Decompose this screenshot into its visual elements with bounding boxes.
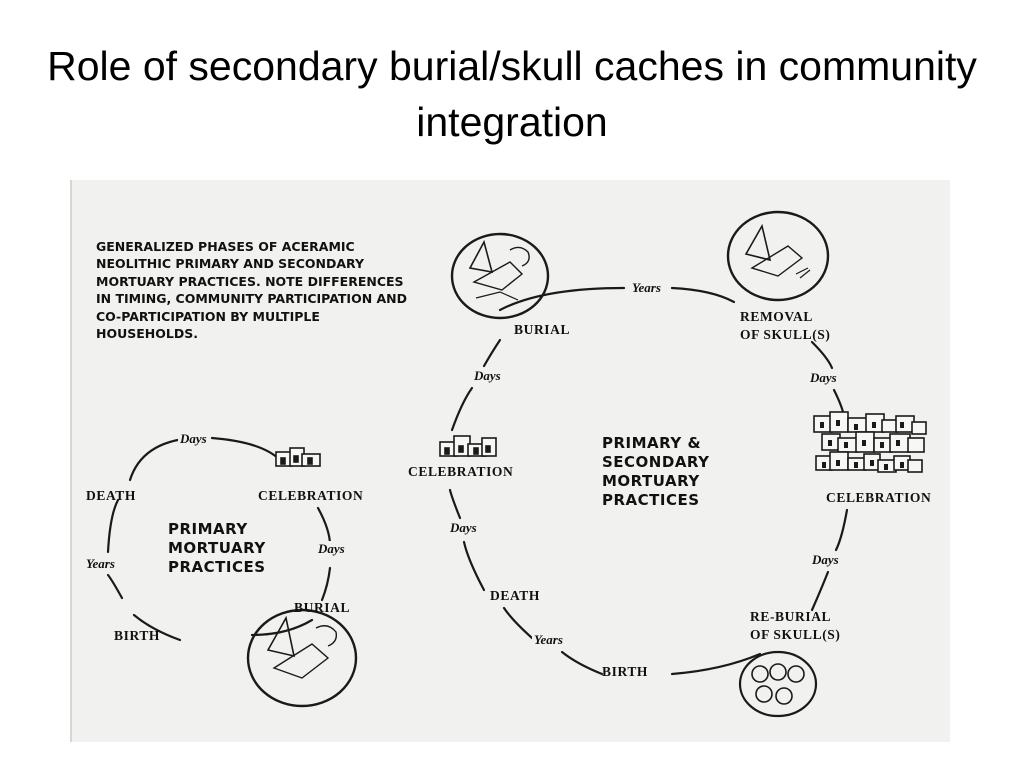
- skull-removal-pit-icon: [726, 210, 830, 302]
- skull-cache-icon: [738, 650, 818, 718]
- secondary-node-celebration-left: CELEBRATION: [408, 464, 514, 479]
- secondary-interval-birth-death: Years: [532, 632, 565, 648]
- secondary-node-birth: BIRTH: [602, 664, 649, 679]
- secondary-cycle-arc-days-to-burial: [482, 338, 502, 368]
- primary-cycle-arc-bottom: [132, 613, 182, 642]
- secondary-interval-removal-celebration: Days: [808, 370, 839, 386]
- primary-interval-birth-death: Years: [84, 556, 117, 572]
- secondary-node-death: DEATH: [490, 588, 541, 603]
- figure-caption: GENERALIZED PHASES OF ACERAMIC NEOLITHIC…: [96, 239, 408, 342]
- cycle-diagram: [106, 210, 927, 718]
- secondary-cycle-arc-years-to-removal: [670, 286, 736, 304]
- secondary-interval-celebration-burial: Days: [472, 368, 503, 384]
- secondary-cycle-arc-celebration-to-days: [834, 508, 849, 552]
- secondary-interval-death-celebration: Days: [448, 520, 479, 536]
- secondary-cycle-arc-years-to-death: [502, 606, 534, 640]
- house-cluster-icon-secondary-left: [439, 435, 497, 457]
- secondary-cycle-arc-burial-to-years: [498, 286, 626, 312]
- primary-interval-celebration-burial: Days: [316, 541, 347, 557]
- house-cluster-icon-secondary-right: [813, 411, 927, 473]
- secondary-cycle-arc-days-to-celebration: [448, 488, 462, 520]
- primary-cycle-arc-right-top: [316, 506, 332, 547]
- secondary-node-celebration-right: CELEBRATION: [826, 490, 932, 505]
- primary-node-burial: BURIAL: [294, 600, 351, 615]
- primary-burial-pit-icon: [246, 608, 358, 708]
- primary-node-birth: BIRTH: [114, 628, 161, 643]
- diagram-scan: GENERALIZED PHASES OF ACERAMIC NEOLITHIC…: [70, 180, 950, 742]
- secondary-cycle-arc-days-to-reburial: [810, 570, 830, 612]
- house-cluster-icon-primary: [275, 447, 321, 467]
- secondary-cycle-arc-removal-to-days: [810, 340, 834, 370]
- burial-pit-icon: [450, 232, 550, 320]
- secondary-interval-celebration-reburial: Days: [810, 552, 841, 568]
- primary-interval-death-celebration: Days: [178, 431, 209, 447]
- primary-node-death: DEATH: [86, 488, 137, 503]
- primary-cycle-arc-left-bottom: [106, 573, 124, 600]
- primary-cycle-arc-right-bottom: [320, 566, 332, 602]
- secondary-cycle-arc-reburial-to-birth: [670, 652, 762, 676]
- slide-title: Role of secondary burial/skull caches in…: [47, 43, 977, 145]
- secondary-node-removal: REMOVAL OF SKULL(S): [740, 309, 831, 342]
- primary-cycle-arc-top-right: [210, 436, 282, 462]
- secondary-interval-burial-removal: Years: [630, 280, 663, 296]
- secondary-cycle-arc-celebration-to-days: [450, 386, 474, 432]
- secondary-cycle-arc-birth-to-years: [560, 650, 604, 676]
- secondary-cycle-arc-death-to-days: [462, 540, 486, 592]
- primary-node-celebration: CELEBRATION: [258, 488, 364, 503]
- primary-cycle-arc-bottom-right: [250, 618, 314, 637]
- secondary-node-burial: BURIAL: [514, 322, 571, 337]
- primary-cycle-center-label: PRIMARY MORTUARY PRACTICES: [168, 520, 266, 576]
- secondary-cycle-center-label: PRIMARY & SECONDARY MORTUARY PRACTICES: [602, 434, 710, 509]
- primary-cycle-arc-left-top: [106, 498, 120, 554]
- secondary-node-reburial: RE-BURIAL OF SKULL(S): [750, 609, 841, 642]
